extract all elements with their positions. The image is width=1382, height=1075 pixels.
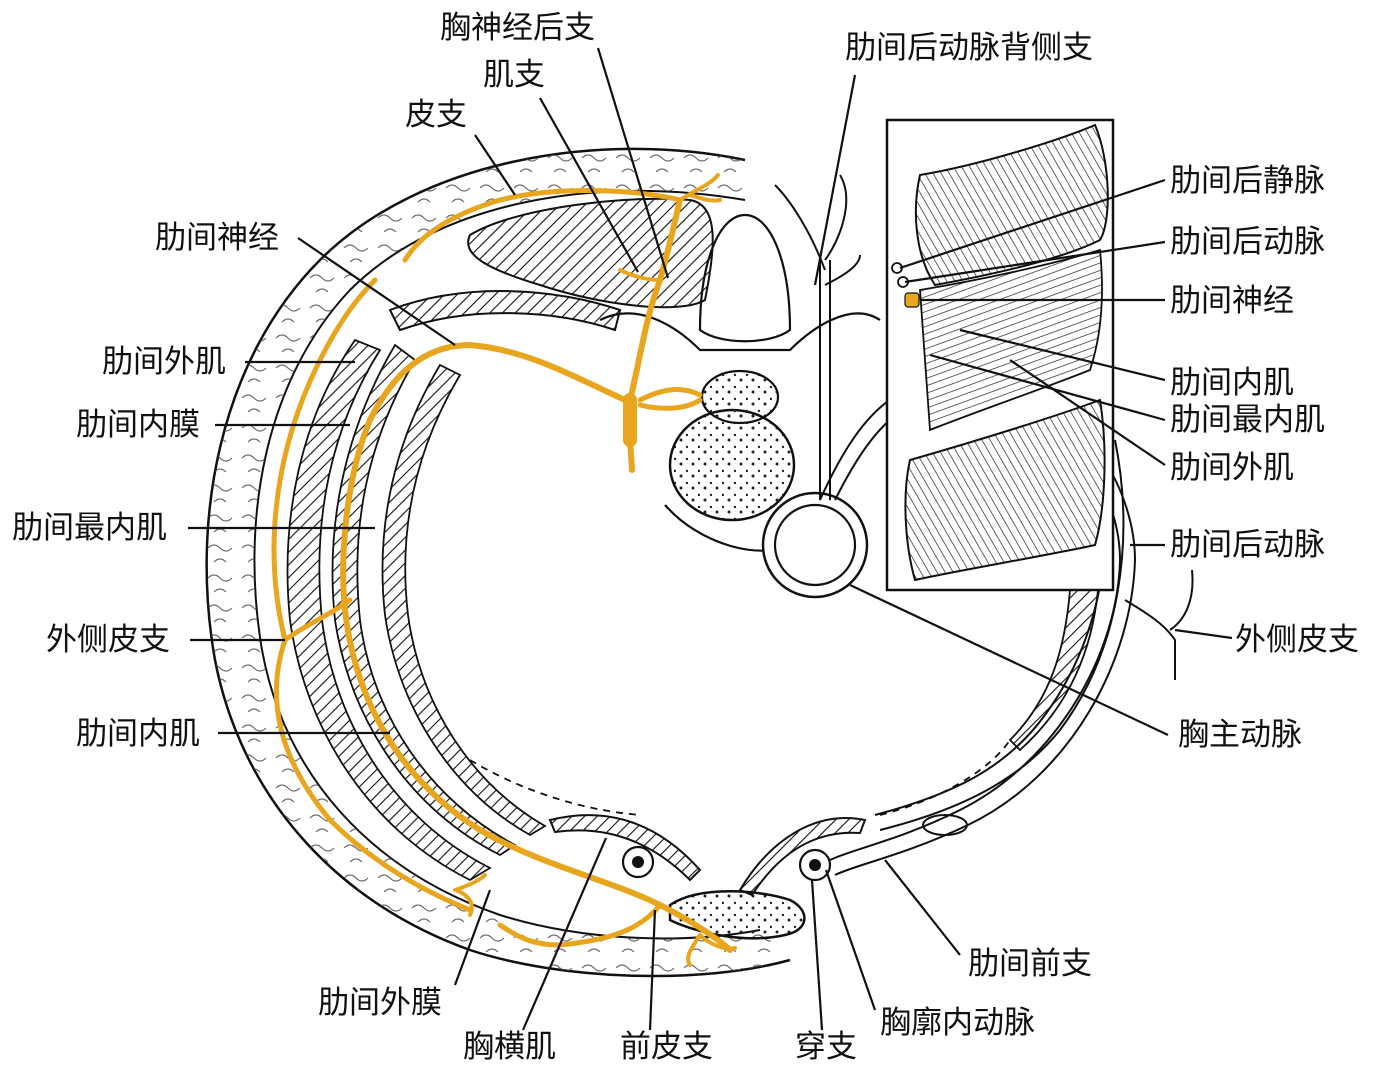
- inset-nerve: [904, 292, 920, 308]
- nerves: [271, 173, 737, 967]
- muscular-branch-nerve: [618, 268, 662, 282]
- label-transversus-thoracis: 胸横肌: [463, 1029, 556, 1065]
- sternum: [668, 890, 806, 940]
- label-internal-intercostal-left: 肋间内肌: [76, 716, 200, 752]
- label-thoracic-aorta: 胸主动脉: [1178, 717, 1302, 753]
- costal-cartilage-left: [548, 814, 702, 882]
- rib-head: [700, 369, 780, 425]
- spinal-ganglion-tail: [627, 437, 635, 473]
- label-external-intercostal-membrane: 肋间外膜: [318, 985, 442, 1021]
- external-intercostal-layer: [286, 338, 492, 882]
- intercostal-nerve-path: [340, 341, 733, 953]
- anterior-vessel-loop: [922, 814, 968, 836]
- label-inset-post-intercostal-artery: 肋间后动脉: [1170, 224, 1325, 260]
- leader-lines: [188, 47, 1233, 1031]
- label-lateral-cutaneous-left: 外侧皮支: [46, 622, 170, 658]
- spinous-process: [698, 213, 792, 343]
- label-post-intercostal-dorsal-branch: 肋间后动脉背侧支: [845, 30, 1093, 66]
- pleura-dashed-right: [879, 739, 1011, 816]
- label-internal-intercostal-membrane: 肋间内膜: [76, 407, 200, 443]
- label-dorsal-ramus: 胸神经后支: [440, 10, 595, 46]
- label-inset-intercostal-nerve: 肋间神经: [1170, 283, 1294, 319]
- inset-panel: [885, 118, 1115, 592]
- right-rib-band: [1008, 589, 1099, 752]
- artery-dorsal-branch: [819, 260, 831, 500]
- label-cutaneous-branch: 皮支: [405, 97, 467, 133]
- costal-cartilage-right: [738, 817, 867, 897]
- vertebral-body: [668, 408, 796, 522]
- thoracic-aorta-shape: [761, 491, 869, 599]
- spinal-roots: [637, 387, 703, 411]
- label-inset-post-intercostal-vein: 肋间后静脉: [1170, 163, 1325, 199]
- innermost-intercostal-layer: [381, 363, 547, 837]
- rib-upper-band: [388, 290, 622, 332]
- pleura-dashed: [469, 759, 641, 816]
- cutaneous-branch-twig: [678, 173, 722, 203]
- label-external-intercostal-left: 肋间外肌: [102, 344, 226, 380]
- right-outer-wall: [879, 439, 1125, 831]
- anterior-cutaneous-twig: [686, 933, 737, 967]
- label-lateral-cutaneous-right: 外侧皮支: [1235, 622, 1359, 658]
- label-perforating-branch: 穿支: [795, 1029, 857, 1065]
- label-inset-external-intercostal: 肋间外肌: [1170, 450, 1294, 486]
- label-anterior-cutaneous: 前皮支: [620, 1029, 713, 1065]
- inset-upper-rib: [914, 123, 1109, 287]
- intercostal-layers-left: [286, 338, 1011, 882]
- lateral-cutaneous-twig: [453, 873, 487, 917]
- label-inset-innermost-intercostal: 肋间最内肌: [1170, 402, 1325, 438]
- lateral-cutaneous-upper: [271, 277, 378, 643]
- inset-muscle-band: [919, 248, 1103, 432]
- vertebral-column: [599, 213, 881, 552]
- label-innermost-intercostal-left: 肋间最内肌: [12, 510, 167, 546]
- right-lateral-cutaneous-artery: [1124, 569, 1194, 680]
- label-internal-thoracic-artery: 胸廓内动脉: [880, 1005, 1035, 1041]
- label-inset-internal-intercostal: 肋间内肌: [1170, 365, 1294, 401]
- label-post-intercostal-artery-right: 肋间后动脉: [1170, 527, 1325, 563]
- label-anterior-intercostal-branch: 肋间前支: [968, 946, 1092, 982]
- inset-lower-rib: [904, 398, 1106, 582]
- labels: 胸神经后支 肌支 皮支 肋间后动脉背侧支 肋间神经 肋间外肌 肋间内膜 肋间最内…: [12, 10, 1359, 1065]
- cutaneous-branch-nerve: [402, 188, 683, 263]
- internal-intercostal-layer: [331, 343, 517, 857]
- label-intercostal-nerve-left: 肋间神经: [155, 220, 279, 256]
- lateral-cutaneous-nerve: [273, 597, 473, 913]
- sternum-region: [548, 814, 867, 940]
- label-muscular-branch: 肌支: [483, 57, 545, 93]
- vertebral-arch: [599, 312, 881, 352]
